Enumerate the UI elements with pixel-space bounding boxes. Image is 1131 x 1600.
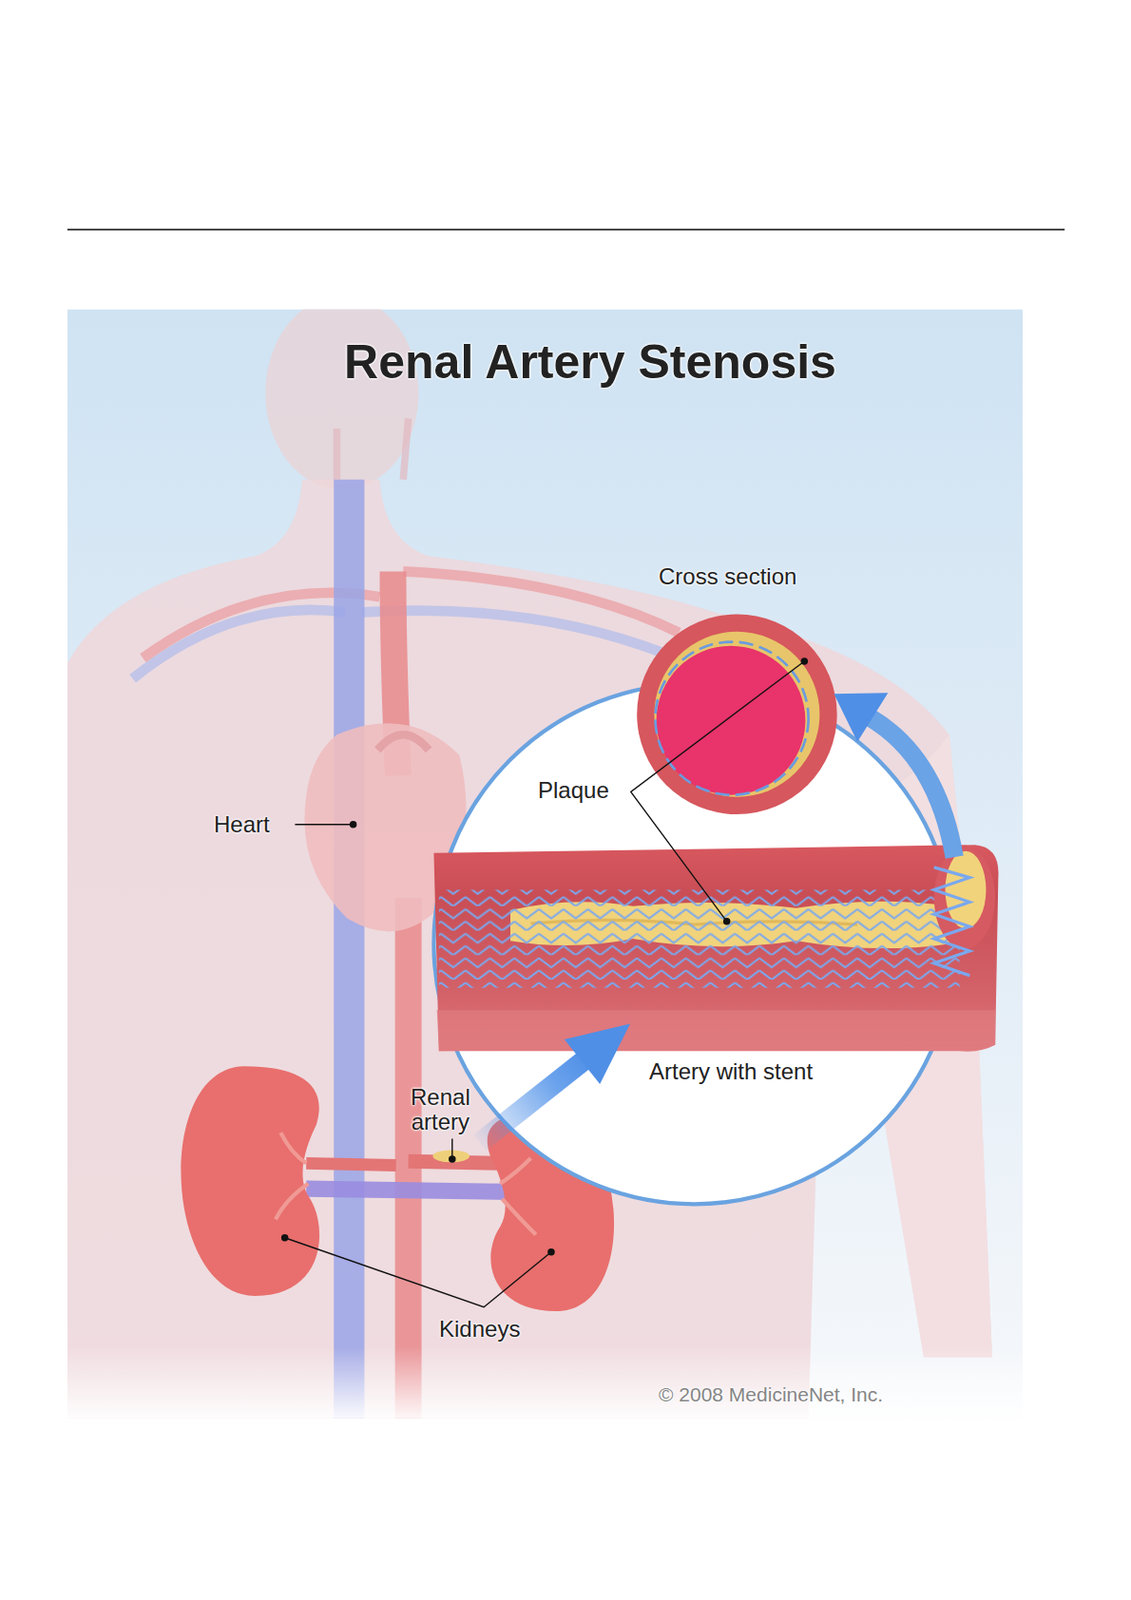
copyright-note: © 2008 MedicineNet, Inc. xyxy=(658,1382,883,1408)
part-label: Kidneys xyxy=(439,1317,520,1342)
part-label: Heart xyxy=(213,812,270,838)
diagram-title: Renal Artery Stenosis xyxy=(210,334,971,390)
part-label: Plaque xyxy=(537,778,610,804)
part-label: Cross section xyxy=(658,564,797,590)
part-label: Renal artery xyxy=(410,1085,471,1135)
part-label: Artery with stent xyxy=(649,1059,813,1085)
